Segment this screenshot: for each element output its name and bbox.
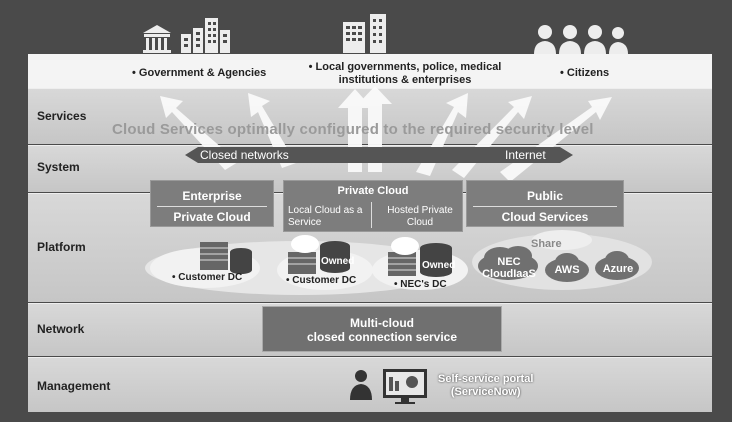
network-line2: closed connection service xyxy=(306,330,458,344)
private-cloud-box: Private Cloud xyxy=(283,180,463,232)
customer-dc-text-2: Customer DC xyxy=(292,275,357,286)
public-cloud-services-box: Public Cloud Services xyxy=(466,180,624,227)
enterprise-private-cloud-box: Enterprise Private Cloud xyxy=(150,180,274,227)
audience-local-label: Local governments, police, medical insti… xyxy=(315,61,502,86)
local-cloud-label: Local Cloud as a Service xyxy=(288,205,363,228)
azure-label: Azure xyxy=(602,263,634,275)
management-label: Management xyxy=(37,379,111,393)
hosted-label: Hosted Private Cloud xyxy=(387,205,453,228)
customer-dc-label-2: • Customer DC xyxy=(286,275,357,286)
audience-strip xyxy=(28,54,712,88)
public-divider xyxy=(473,206,617,207)
enterprise-label: Enterprise xyxy=(182,189,242,203)
audience-citizens-label: Citizens xyxy=(566,67,610,79)
audience-citizens: • Citizens xyxy=(560,67,610,79)
audience-government: • Government & Agencies xyxy=(132,67,267,79)
portal-line2: (ServiceNow) xyxy=(450,386,521,398)
services-label: Services xyxy=(37,109,87,123)
aws-label: AWS xyxy=(554,264,580,276)
self-service-portal-label: Self-service portal (ServiceNow) xyxy=(438,373,533,399)
enterprise-private-label: Private Cloud xyxy=(173,210,251,224)
platform-label: Platform xyxy=(37,240,86,254)
audience-icons-band xyxy=(28,0,712,54)
owned-label-2: Owned xyxy=(422,260,456,271)
customer-dc-label-1: • Customer DC xyxy=(172,272,243,283)
services-banner: Cloud Services optimally configured to t… xyxy=(112,121,594,138)
enterprise-divider xyxy=(157,206,267,207)
network-label: Network xyxy=(37,322,85,336)
multi-cloud-connection-box: Multi-cloud closed connection service xyxy=(262,306,502,352)
network-line1: Multi-cloud xyxy=(350,316,414,330)
audience-local: • Local governments, police, medical ins… xyxy=(308,61,502,86)
management-layer xyxy=(28,357,712,412)
public-label: Public xyxy=(526,189,563,203)
internet-label: Internet xyxy=(505,148,546,162)
nec-dc-label: • NEC's DC xyxy=(394,279,447,290)
private-cloud-label: Private Cloud xyxy=(337,185,409,197)
public-services-label: Cloud Services xyxy=(501,210,589,224)
share-label: Share xyxy=(531,238,562,250)
nec-cloud-label: NEC CloudIaaS xyxy=(482,256,536,280)
portal-line1: Self-service portal xyxy=(438,373,534,385)
nec-dc-text: NEC's DC xyxy=(400,279,447,290)
audience-government-label: Government & Agencies xyxy=(138,67,267,79)
system-label: System xyxy=(37,160,80,174)
customer-dc-text-1: Customer DC xyxy=(178,272,243,283)
closed-networks-label: Closed networks xyxy=(200,148,289,162)
owned-label-1: Owned xyxy=(321,256,355,267)
private-cloud-divider xyxy=(371,202,372,228)
